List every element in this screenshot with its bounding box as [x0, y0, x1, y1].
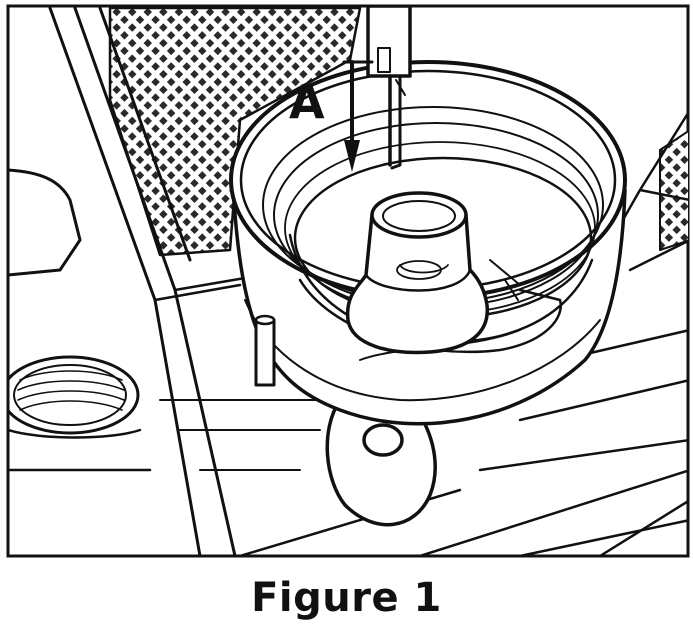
- mounting-hole: [362, 423, 404, 457]
- mounting-tab: [325, 398, 437, 527]
- callout-label-a: A: [289, 75, 325, 129]
- dimension-arrow-head: [344, 140, 360, 172]
- figure-drawing: A: [6, 4, 690, 558]
- central-hub: [345, 213, 489, 355]
- left-sump-housing: [8, 168, 82, 277]
- mesh-filter-strip-right: [659, 130, 688, 251]
- threaded-port: [8, 355, 140, 435]
- cup-floor: [298, 278, 562, 354]
- figure-caption: Figure 1: [251, 575, 442, 621]
- figure-illustration: A: [6, 4, 690, 558]
- locating-post: [254, 318, 276, 387]
